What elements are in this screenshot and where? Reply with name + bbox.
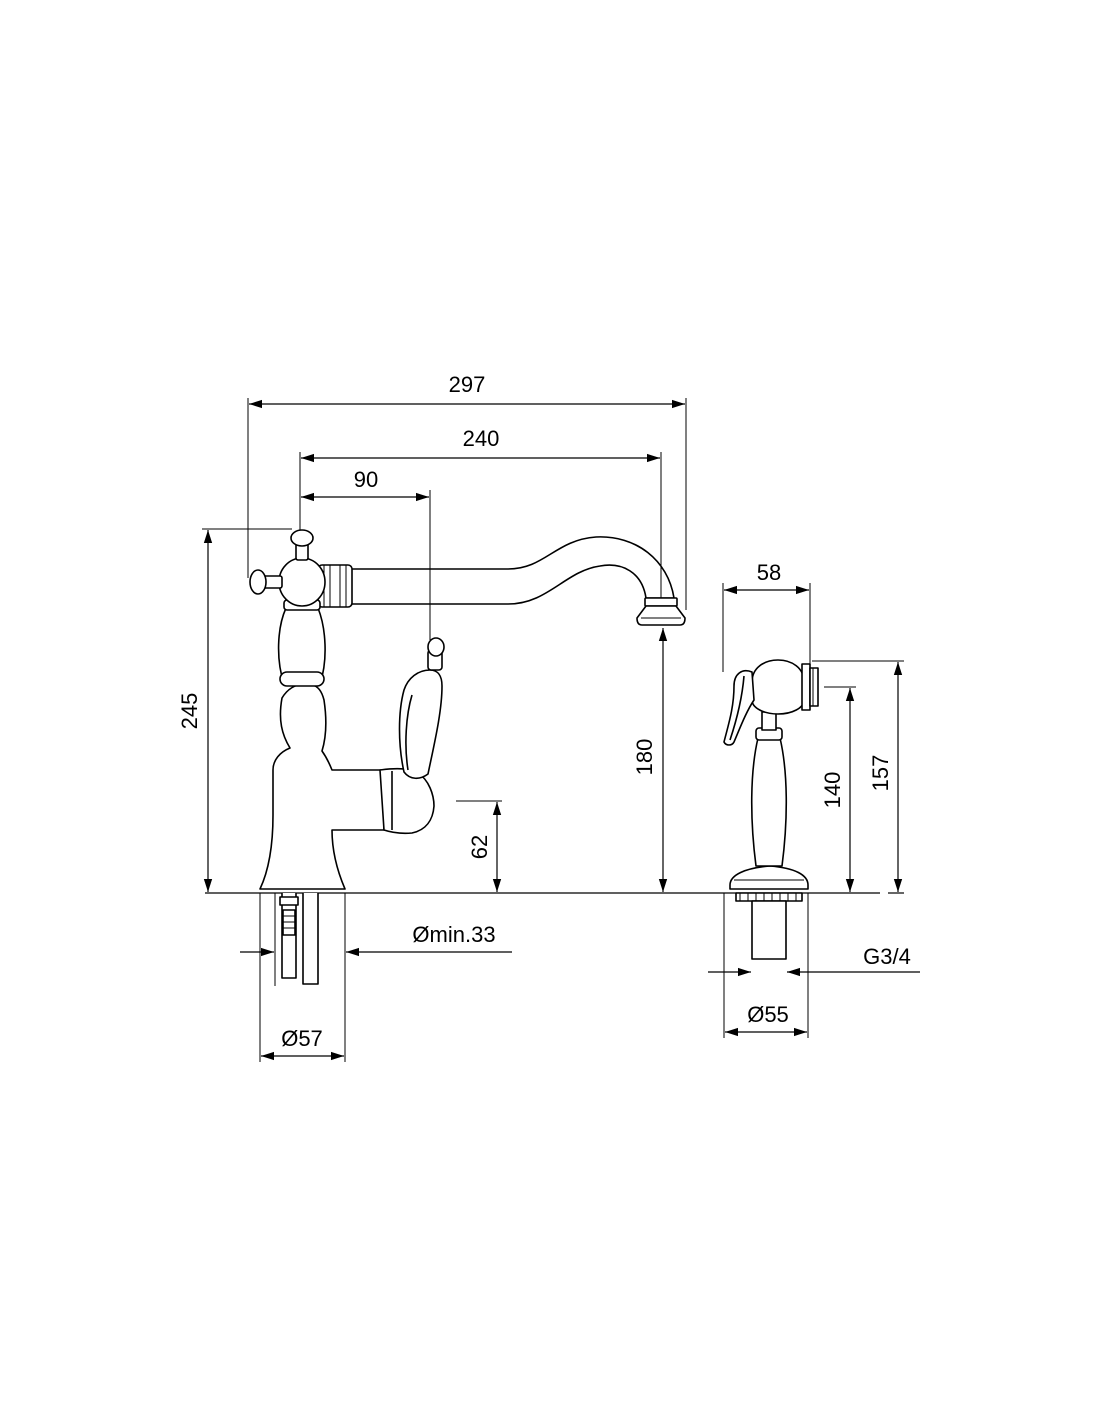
dimension-157-label: 157 bbox=[868, 755, 893, 792]
dimension-min-hole: Ømin.33 bbox=[240, 893, 512, 1062]
dimension-min-hole-label: Ømin.33 bbox=[412, 922, 495, 947]
dimension-140-label: 140 bbox=[820, 772, 845, 809]
dimension-240: 240 bbox=[299, 426, 662, 598]
dimension-157: 157 bbox=[812, 660, 904, 892]
dimension-55: Ø55 bbox=[723, 893, 809, 1038]
dimension-140: 140 bbox=[820, 686, 856, 892]
dimension-58: 58 bbox=[722, 560, 811, 672]
dimension-180-label: 180 bbox=[632, 739, 657, 776]
dimension-245: 245 bbox=[177, 528, 292, 892]
faucet-outline bbox=[249, 529, 686, 985]
dimension-thread-label: G3/4 bbox=[863, 944, 911, 969]
dimension-90: 90 bbox=[301, 467, 431, 640]
dimension-240-label: 240 bbox=[463, 426, 500, 451]
dimension-297-label: 297 bbox=[449, 372, 486, 397]
dimension-57: Ø57 bbox=[259, 893, 344, 1062]
side-spray-outline bbox=[723, 659, 819, 960]
dimension-297: 297 bbox=[247, 372, 687, 610]
dimension-thread: G3/4 bbox=[708, 944, 920, 977]
dimension-58-label: 58 bbox=[757, 560, 781, 585]
dimension-62: 62 bbox=[456, 800, 502, 892]
dimension-245-label: 245 bbox=[177, 693, 202, 730]
dimension-90-label: 90 bbox=[354, 467, 378, 492]
dimension-55-label: Ø55 bbox=[747, 1002, 789, 1027]
dimension-180: 180 bbox=[632, 628, 668, 892]
dimension-57-label: Ø57 bbox=[281, 1026, 323, 1051]
dimension-62-label: 62 bbox=[467, 835, 492, 859]
